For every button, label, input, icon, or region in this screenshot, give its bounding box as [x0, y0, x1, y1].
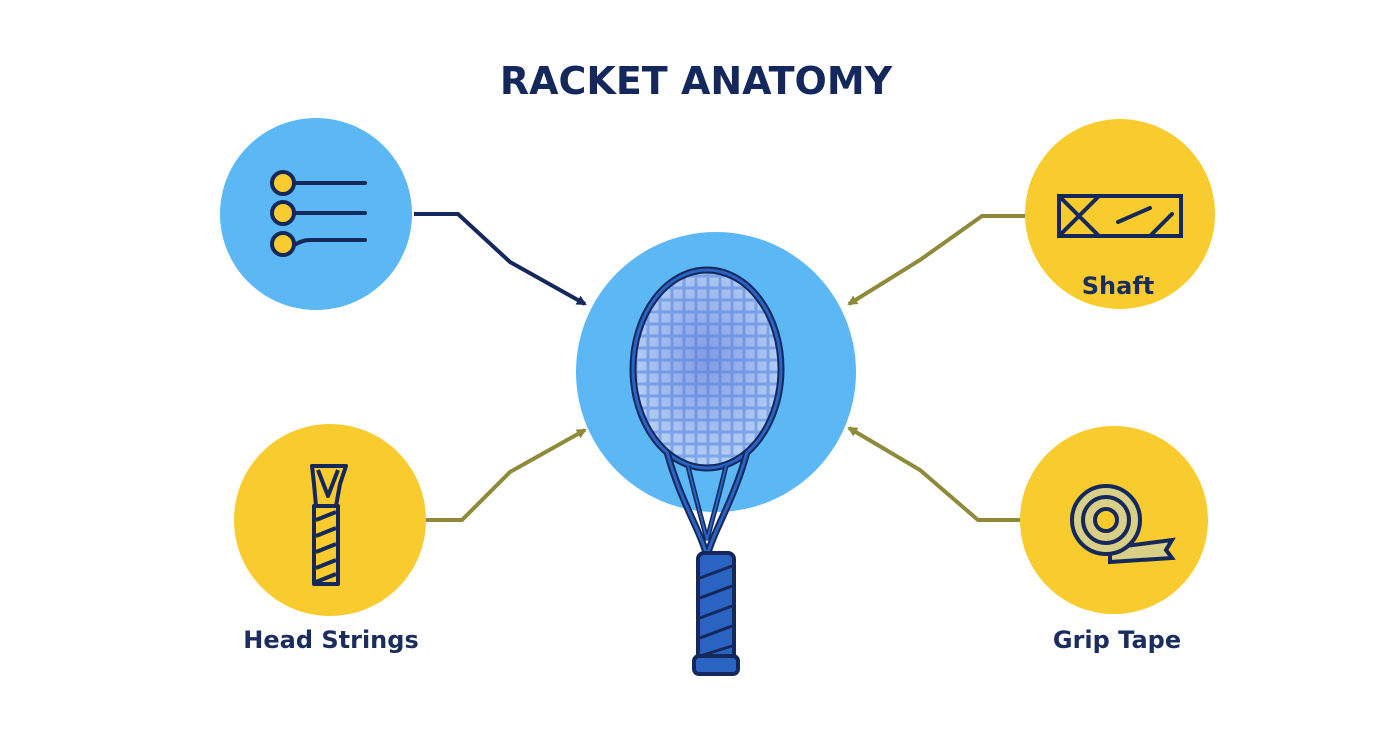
grip-tape-label: Grip Tape: [1053, 626, 1181, 654]
arrow-bottom-right: [847, 426, 1022, 522]
node-bottom-right: [1020, 426, 1208, 614]
tennis-racket-icon: [629, 266, 785, 676]
diagram-title: RACKET ANATOMY: [500, 59, 893, 103]
tape-roll-icon: [1070, 484, 1176, 565]
shaft-label: Shaft: [1082, 272, 1154, 300]
arrow-top-left: [414, 212, 587, 306]
center-node: [576, 232, 856, 676]
node-top-left: [220, 118, 412, 310]
arrow-top-right: [847, 214, 1025, 306]
node-top-right: Shaft: [1025, 119, 1215, 309]
racket-handle-icon: [310, 464, 348, 586]
shaft-icon: [1057, 194, 1183, 238]
connector-lines: [414, 212, 1025, 522]
list-icon: [270, 170, 367, 257]
node-bottom-left: [234, 424, 426, 616]
head-strings-label: Head Strings: [243, 626, 418, 654]
arrow-bottom-left: [424, 428, 587, 522]
